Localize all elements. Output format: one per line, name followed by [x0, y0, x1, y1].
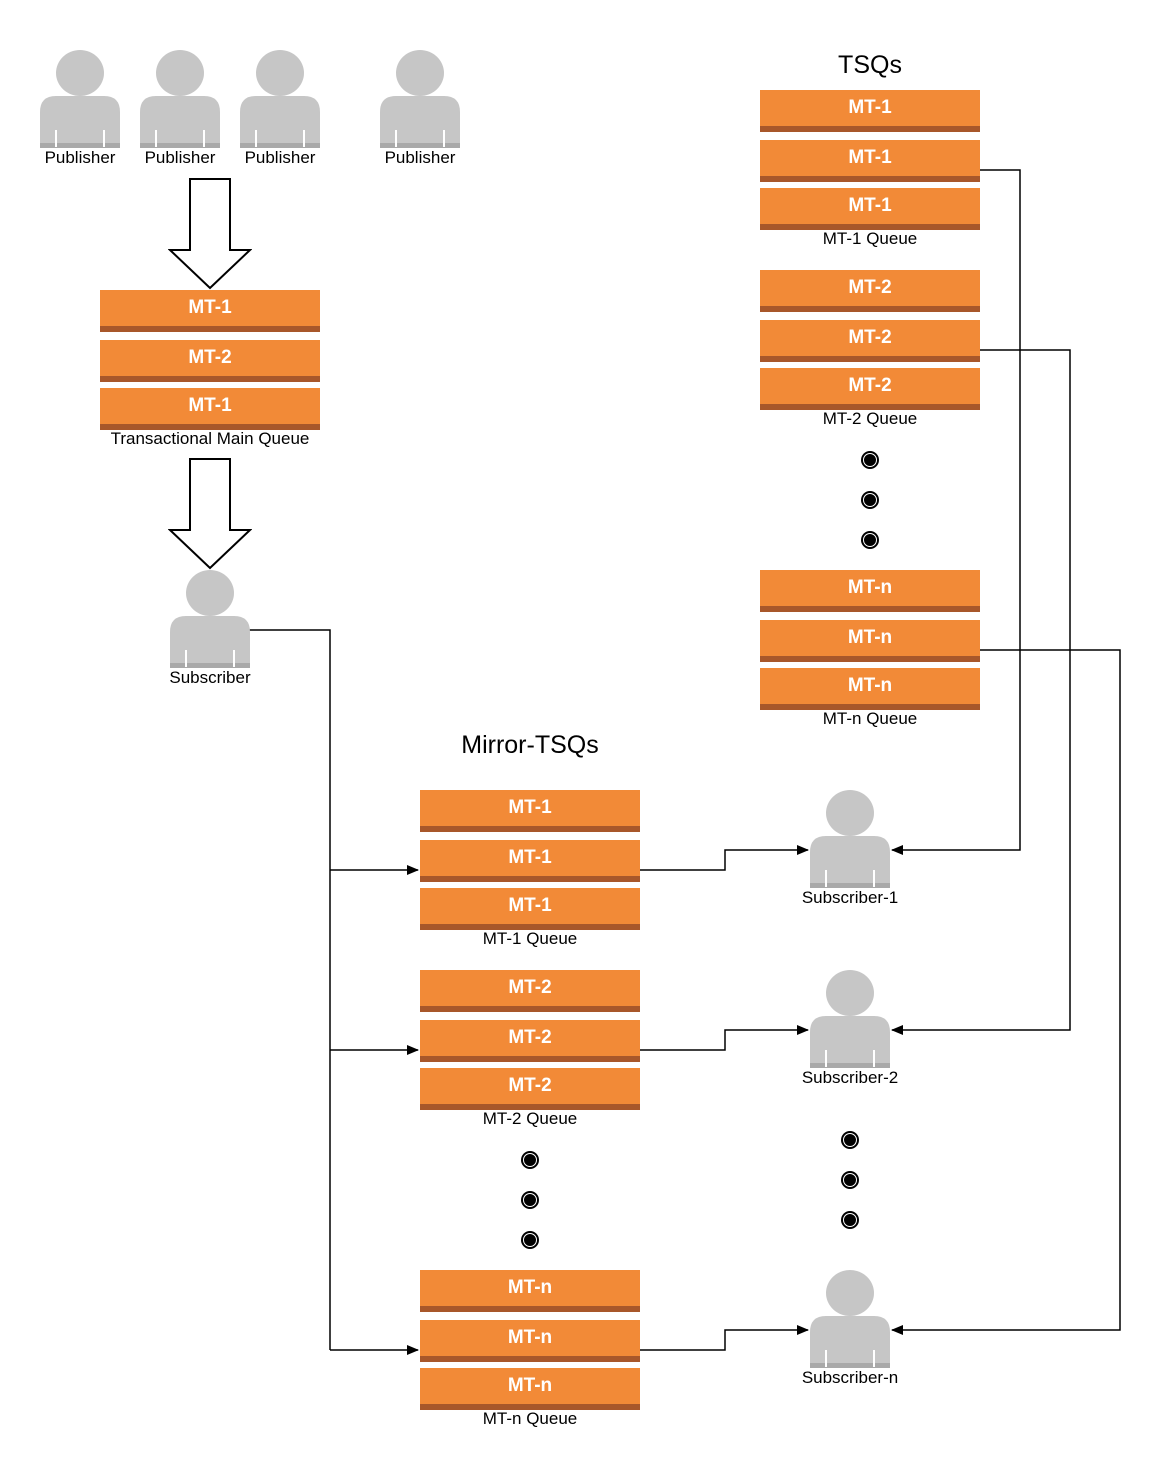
mirror-mt2-label: MT-2 Queue [482, 1109, 578, 1128]
subscriber-2-label: Subscriber-2 [801, 1068, 899, 1087]
tsq-mt1-to-subscriber-1 [891, 169, 1021, 855]
mirror-mt2-to-subscriber-2 [640, 1025, 809, 1051]
tsq-mt2-to-subscriber-2 [891, 349, 1071, 1035]
mirror-mt2-item: MT-2 [420, 970, 640, 1012]
tsq-mtn-item: MT-n [760, 620, 980, 662]
main-queue-item: MT-1 [100, 290, 320, 332]
subscriber-1: Subscriber-1 [802, 790, 898, 907]
ellipsis-dot-icon [521, 1231, 539, 1249]
main-queue-to-subscriber-arrow [168, 458, 252, 570]
subscriber-n: Subscriber-n [802, 1270, 898, 1387]
subscriber-1-label: Subscriber-1 [801, 888, 899, 907]
tsqs-title: TSQs [838, 51, 902, 79]
publisher-4: Publisher [378, 50, 462, 167]
ellipsis-dot-icon [861, 531, 879, 549]
subscriber: Subscriber [168, 570, 252, 687]
mirror-mt1-to-subscriber-1 [640, 845, 809, 871]
mirror-mtn-item: MT-n [420, 1270, 640, 1312]
tsq-mt1-item: MT-1 [760, 90, 980, 132]
mirror-mt1-label: MT-1 Queue [482, 929, 578, 948]
ellipsis-dot-icon [861, 451, 879, 469]
subscriber-n-label: Subscriber-n [801, 1368, 899, 1387]
main-queue-item: MT-2 [100, 340, 320, 382]
publisher-1: Publisher [38, 50, 122, 167]
main-queue-item: MT-1 [100, 388, 320, 430]
publisher-3: Publisher [238, 50, 322, 167]
tsq-mtn-item: MT-n [760, 668, 980, 710]
subscriber-label: Subscriber [169, 668, 251, 687]
mirror-mtn-item: MT-n [420, 1320, 640, 1362]
person-icon [40, 50, 120, 148]
person-icon [140, 50, 220, 148]
person-icon [240, 50, 320, 148]
tsq-mtn-to-subscriber-n [891, 649, 1121, 1335]
subscriber-to-mirror-trunk [248, 629, 331, 1350]
tsq-mt2-item: MT-2 [760, 368, 980, 410]
publishers-to-main-queue-arrow [168, 178, 252, 290]
mirror-mtn-item: MT-n [420, 1368, 640, 1410]
publisher-2: Publisher [138, 50, 222, 167]
mirror-mt2-item: MT-2 [420, 1020, 640, 1062]
publisher-label: Publisher [44, 148, 116, 167]
person-icon [810, 790, 890, 888]
publisher-label: Publisher [144, 148, 216, 167]
tsq-mt2-label: MT-2 Queue [822, 409, 918, 428]
ellipsis-dot-icon [841, 1171, 859, 1189]
person-icon [810, 1270, 890, 1368]
tsq-mt1-item: MT-1 [760, 140, 980, 182]
tsq-mtn-item: MT-n [760, 570, 980, 612]
mirror-mtn-to-subscriber-n [640, 1325, 809, 1351]
tsq-mt1-label: MT-1 Queue [822, 229, 918, 248]
tsq-mt2-item: MT-2 [760, 270, 980, 312]
tsq-mt1-item: MT-1 [760, 188, 980, 230]
subscriber-2: Subscriber-2 [802, 970, 898, 1087]
publisher-label: Publisher [384, 148, 456, 167]
mirror-mt1-item: MT-1 [420, 888, 640, 930]
mirror-tsqs-title: Mirror-TSQs [461, 731, 599, 759]
main-queue-label: Transactional Main Queue [110, 429, 310, 448]
mirror-mt1-item: MT-1 [420, 790, 640, 832]
tsq-mt2-item: MT-2 [760, 320, 980, 362]
ellipsis-dot-icon [841, 1211, 859, 1229]
mirror-mt1-item: MT-1 [420, 840, 640, 882]
ellipsis-dot-icon [521, 1191, 539, 1209]
person-icon [810, 970, 890, 1068]
ellipsis-dot-icon [841, 1131, 859, 1149]
tsq-mtn-label: MT-n Queue [822, 709, 918, 728]
person-icon [380, 50, 460, 148]
mirror-mtn-label: MT-n Queue [482, 1409, 578, 1428]
ellipsis-dot-icon [521, 1151, 539, 1169]
mirror-mt2-item: MT-2 [420, 1068, 640, 1110]
ellipsis-dot-icon [861, 491, 879, 509]
person-icon [170, 570, 250, 668]
publisher-label: Publisher [244, 148, 316, 167]
